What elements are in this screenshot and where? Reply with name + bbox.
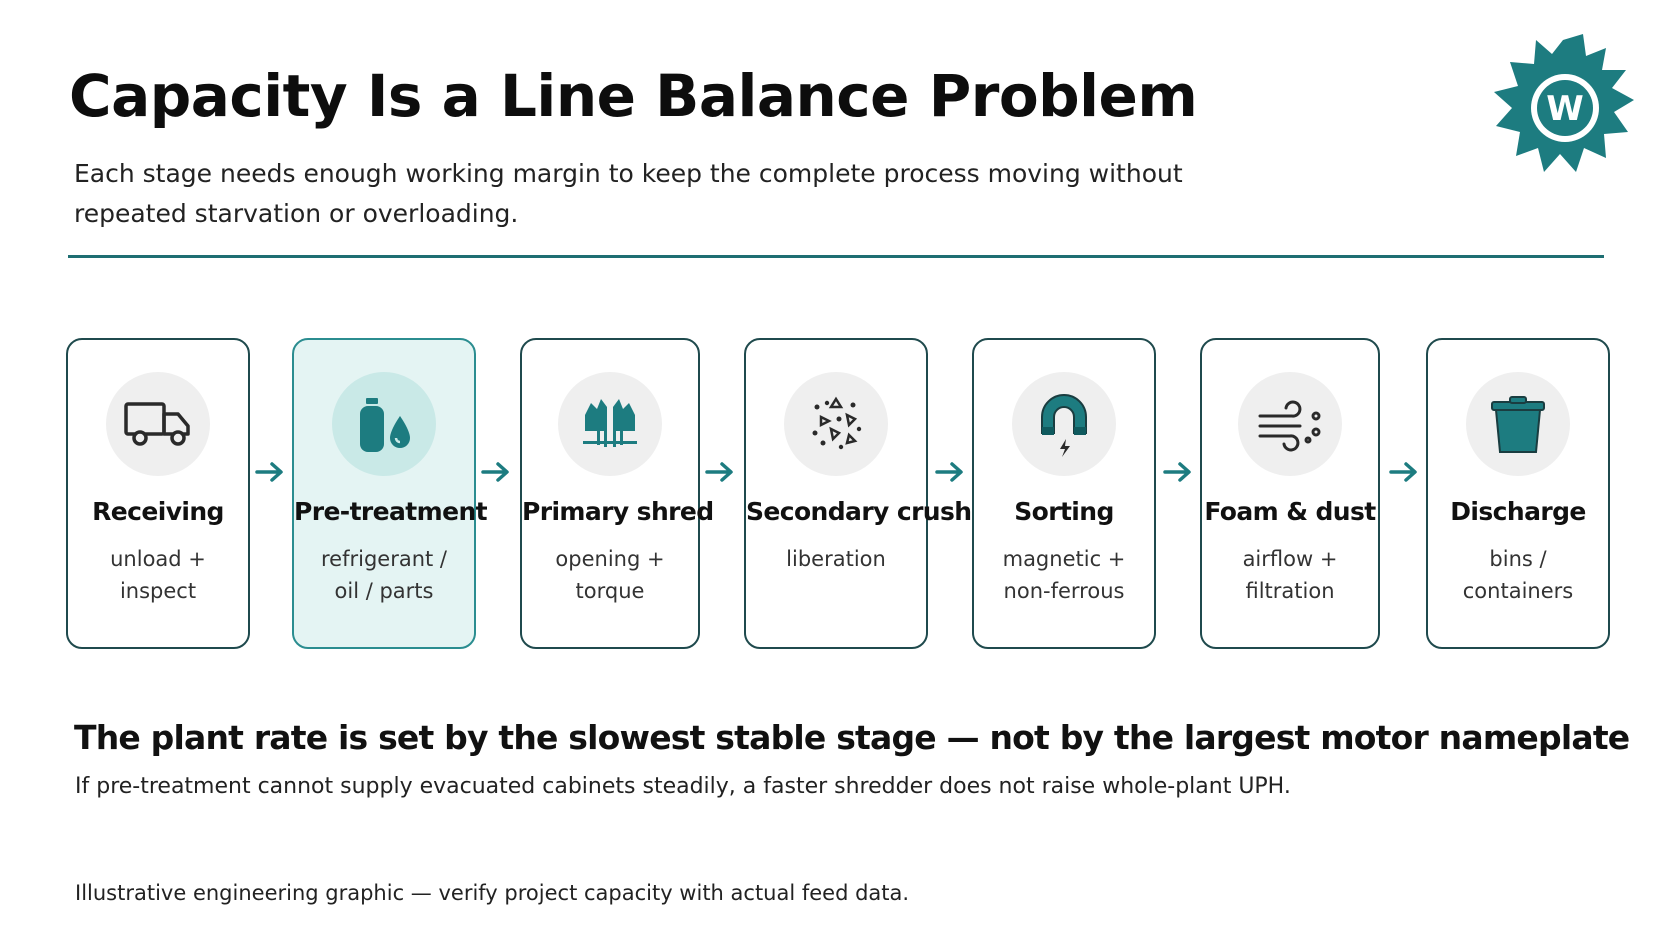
header-divider (68, 255, 1604, 258)
stage-title: Pre-treatment (294, 497, 488, 526)
stage-title: Primary shred (522, 497, 714, 526)
stage-sorting: Sorting magnetic +non-ferrous (972, 338, 1156, 649)
stage-title: Secondary crush (746, 497, 972, 526)
stage-description: refrigerant /oil / parts (321, 547, 447, 603)
flow-arrow-icon (255, 462, 283, 482)
gas-cylinder-drop-icon (360, 398, 410, 452)
stage-title: Receiving (92, 497, 224, 526)
flow-arrow-icon (1163, 462, 1191, 482)
stage-secondary-crush: Secondary crush liberation (744, 338, 972, 649)
stage-title: Foam & dust (1204, 497, 1376, 526)
shredder-rotor-icon (583, 399, 637, 447)
stage-foam-dust: Foam & dust airflow +filtration (1200, 338, 1380, 649)
truck-icon (124, 402, 190, 446)
flow-arrow-icon (705, 462, 733, 482)
stage-description: magnetic +non-ferrous (1002, 547, 1126, 603)
bin-icon (1491, 396, 1545, 453)
airflow-icon (1258, 400, 1321, 452)
page-subtitle: Each stage needs enough working margin t… (74, 159, 1183, 228)
takeaway-detail: If pre-treatment cannot supply evacuated… (75, 774, 1291, 799)
stage-title: Sorting (1014, 497, 1114, 526)
page-title: Capacity Is a Line Balance Problem (69, 62, 1198, 130)
takeaway-headline: The plant rate is set by the slowest sta… (74, 718, 1630, 757)
particles-icon (812, 396, 862, 450)
magnet-icon (1041, 394, 1087, 457)
stage-discharge: Discharge bins /containers (1426, 338, 1610, 649)
footnote: Illustrative engineering graphic — verif… (75, 881, 910, 905)
stage-receiving: Receiving unload +inspect (66, 338, 250, 649)
stage-description: liberation (786, 547, 886, 571)
stage-primary-shred: Primary shred opening +torque (520, 338, 714, 649)
flow-arrow-icon (1389, 462, 1417, 482)
stage-description: bins /containers (1462, 547, 1574, 603)
stage-description: opening +torque (555, 547, 665, 603)
stage-pre-treatment: Pre-treatment refrigerant /oil / parts (292, 338, 488, 649)
gear-logo-icon: W (1494, 34, 1634, 172)
flow-arrow-icon (935, 462, 963, 482)
stage-title: Discharge (1450, 497, 1586, 526)
stage-description: airflow +filtration (1242, 547, 1338, 603)
stage-description: unload +inspect (110, 547, 206, 603)
svg-text:W: W (1546, 89, 1584, 129)
flow-arrow-icon (481, 462, 509, 482)
